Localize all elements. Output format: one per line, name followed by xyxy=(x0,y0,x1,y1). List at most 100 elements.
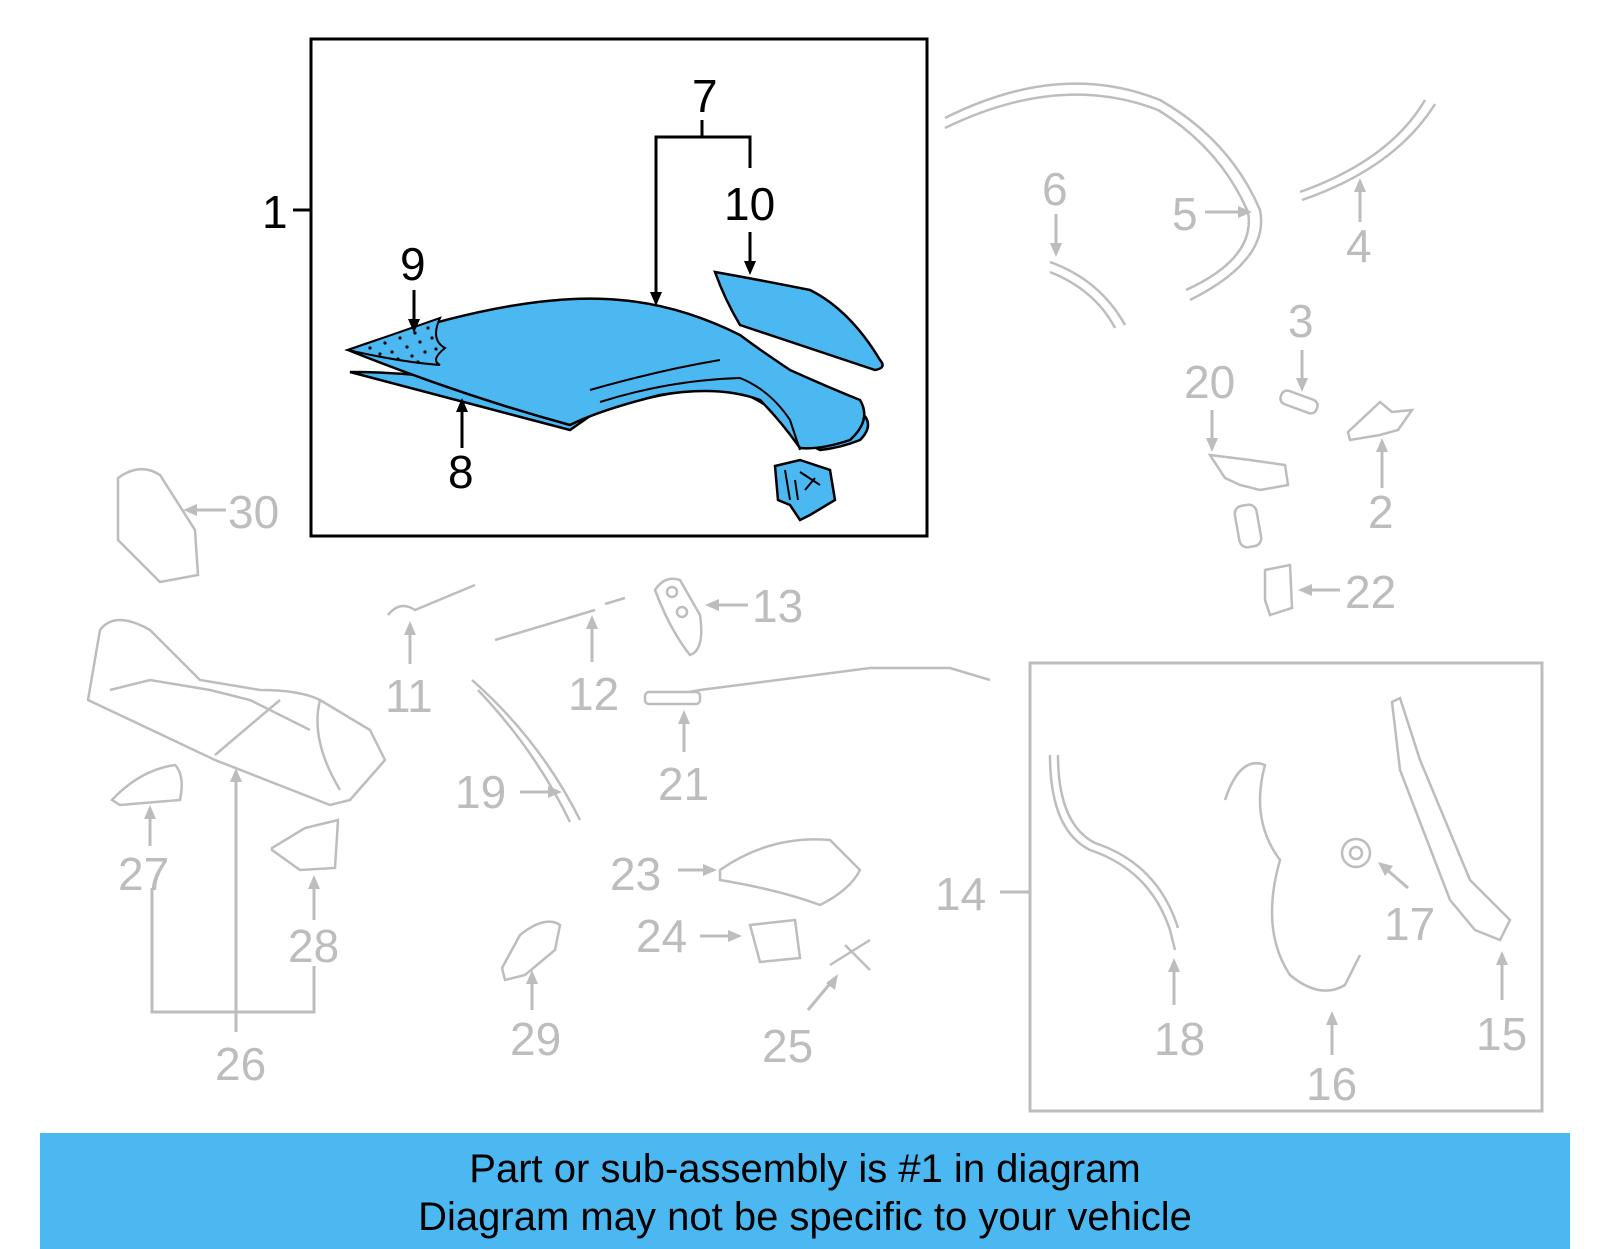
label-2[interactable]: 2 xyxy=(1368,486,1394,538)
label-19[interactable]: 19 xyxy=(455,766,506,818)
arrow-15 xyxy=(1496,951,1508,965)
arrow-20 xyxy=(1206,438,1218,452)
label-26[interactable]: 26 xyxy=(215,1038,266,1090)
label-17[interactable]: 17 xyxy=(1384,898,1435,950)
seal-4-inner xyxy=(1301,103,1437,202)
arrow-19 xyxy=(548,786,562,798)
label-6[interactable]: 6 xyxy=(1042,163,1068,215)
label-28[interactable]: 28 xyxy=(288,920,339,972)
bracket-28[interactable] xyxy=(270,818,340,872)
windstop-frame xyxy=(109,678,342,791)
arrow-27 xyxy=(144,805,156,819)
seal-4[interactable] xyxy=(1299,99,1427,194)
label-16[interactable]: 16 xyxy=(1306,1058,1357,1110)
label-14[interactable]: 14 xyxy=(935,868,986,920)
rod-12[interactable] xyxy=(494,596,626,642)
arrow-3 xyxy=(1296,378,1308,392)
arrow-4 xyxy=(1354,178,1366,192)
label-3[interactable]: 3 xyxy=(1288,295,1314,347)
label-7[interactable]: 7 xyxy=(692,70,718,122)
seal-6-inner xyxy=(1049,270,1117,329)
bracket-26 xyxy=(150,888,316,1014)
arrow-22 xyxy=(1298,584,1312,596)
label-8[interactable]: 8 xyxy=(448,446,474,498)
arrow-21 xyxy=(678,710,690,724)
arrow-18 xyxy=(1168,958,1180,972)
rail-19-inner xyxy=(477,689,572,823)
label-9[interactable]: 9 xyxy=(400,238,426,290)
cover-27[interactable] xyxy=(110,763,183,807)
rail-19[interactable] xyxy=(471,679,582,821)
parts-diagram: 1 7 10 9 8 5 6 4 3 2 xyxy=(86,37,1544,1113)
assembly-14-box xyxy=(1028,661,1544,1113)
label-23[interactable]: 23 xyxy=(610,848,661,900)
mesh-insert-9[interactable] xyxy=(344,316,447,366)
arrow-16 xyxy=(1326,1011,1338,1025)
hinge-detail xyxy=(784,469,821,501)
pin-3[interactable] xyxy=(1279,389,1319,415)
label-13[interactable]: 13 xyxy=(752,580,803,632)
bracket-2[interactable] xyxy=(1346,400,1415,442)
assembly-1-box xyxy=(309,37,929,538)
pin-25[interactable] xyxy=(829,938,871,971)
harness-18[interactable] xyxy=(1048,754,1177,951)
rear-window-10[interactable] xyxy=(713,270,884,372)
label-10[interactable]: 10 xyxy=(724,178,775,230)
latch-20[interactable] xyxy=(1207,453,1290,492)
arrow-8 xyxy=(456,398,468,412)
plate-13-hole-1 xyxy=(665,585,679,599)
handle-29[interactable] xyxy=(500,920,562,982)
windstop-26[interactable] xyxy=(86,618,387,807)
label-24[interactable]: 24 xyxy=(636,910,687,962)
label-21[interactable]: 21 xyxy=(658,758,709,810)
cable-11[interactable] xyxy=(387,583,476,616)
banner-line-2: Diagram may not be specific to your vehi… xyxy=(418,1195,1192,1239)
seal-6[interactable] xyxy=(1049,260,1127,326)
leader-17 xyxy=(1384,866,1409,890)
label-1[interactable]: 1 xyxy=(262,186,288,238)
arrow-30 xyxy=(183,504,197,516)
label-4[interactable]: 4 xyxy=(1346,220,1372,272)
trim-30[interactable] xyxy=(116,468,200,584)
arrow-7 xyxy=(650,292,662,306)
rail-15[interactable] xyxy=(1390,696,1512,942)
roof-frame xyxy=(589,359,801,451)
cable-21-end xyxy=(643,690,702,706)
label-11[interactable]: 11 xyxy=(385,670,433,722)
label-29[interactable]: 29 xyxy=(510,1013,561,1065)
label-22[interactable]: 22 xyxy=(1345,566,1396,618)
grommet-17-hole xyxy=(1348,845,1364,861)
clip-24[interactable] xyxy=(748,918,802,964)
arrow-23 xyxy=(703,864,717,876)
arrow-24 xyxy=(728,930,742,942)
label-5[interactable]: 5 xyxy=(1172,188,1198,240)
weatherstrip-5[interactable] xyxy=(944,82,1263,302)
roof-panel-top[interactable] xyxy=(344,297,866,450)
arrow-25 xyxy=(826,974,838,990)
connector-22[interactable] xyxy=(1263,563,1294,617)
label-25[interactable]: 25 xyxy=(762,1020,813,1072)
label-27[interactable]: 27 xyxy=(118,848,169,900)
label-30[interactable]: 30 xyxy=(228,486,279,538)
banner-line-1: Part or sub-assembly is #1 in diagram xyxy=(469,1147,1141,1191)
arrow-2 xyxy=(1376,438,1388,452)
cover-23[interactable] xyxy=(718,838,862,907)
label-12[interactable]: 12 xyxy=(568,668,619,720)
arrow-26 xyxy=(230,768,242,782)
arrow-12 xyxy=(586,615,598,629)
label-15[interactable]: 15 xyxy=(1476,1008,1527,1060)
arrow-17 xyxy=(1378,862,1393,876)
arrow-29 xyxy=(526,970,538,984)
arrow-11 xyxy=(404,621,416,635)
motor-20[interactable] xyxy=(1233,503,1263,549)
info-banner: Part or sub-assembly is #1 in diagram Di… xyxy=(40,1133,1570,1249)
mesh-dots xyxy=(368,326,438,364)
arrow-10 xyxy=(744,261,756,275)
label-20[interactable]: 20 xyxy=(1184,356,1235,408)
label-18[interactable]: 18 xyxy=(1154,1013,1205,1065)
arrow-6 xyxy=(1050,243,1062,257)
arrow-13 xyxy=(705,599,719,611)
harness-16[interactable] xyxy=(1223,762,1362,992)
harness-18-inner xyxy=(1056,754,1180,929)
weatherstrip-5-inner xyxy=(944,93,1251,292)
